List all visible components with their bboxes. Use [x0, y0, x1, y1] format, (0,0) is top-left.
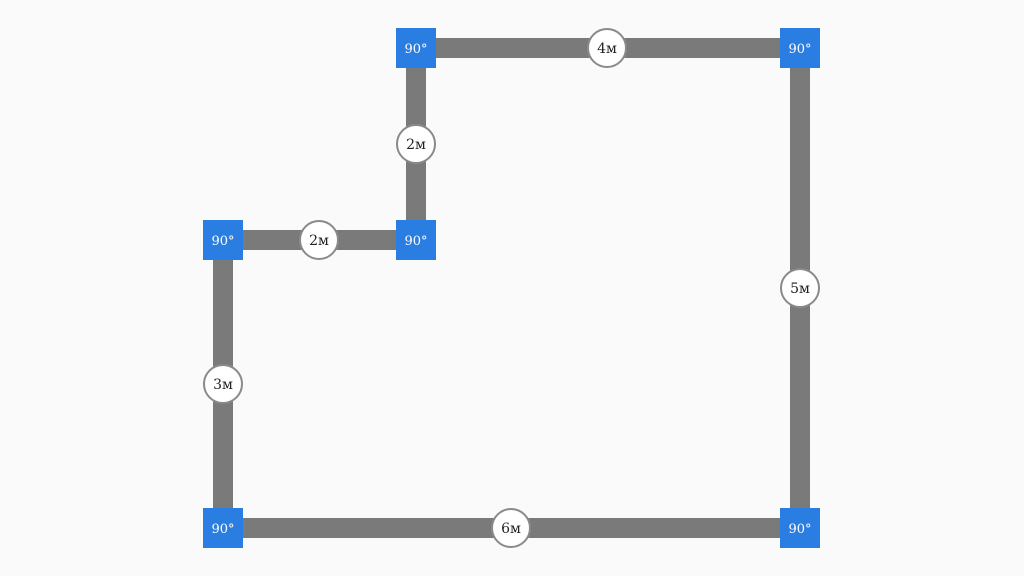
corner-top-left-inner-label: 90°	[404, 42, 427, 57]
corner-bottom-left[interactable]: 90°	[203, 508, 243, 548]
walls	[213, 38, 810, 538]
corners: 90° 90° 90° 90° 90° 90°	[203, 28, 820, 548]
corner-step-left[interactable]: 90°	[203, 220, 243, 260]
wall-label-right[interactable]: 5м	[780, 268, 820, 308]
corner-top-left-inner[interactable]: 90°	[396, 28, 436, 68]
wall-label-left[interactable]: 3м	[203, 364, 243, 404]
corner-step-inner-label: 90°	[404, 234, 427, 249]
wall-label-left-text: 3м	[213, 377, 233, 393]
wall-label-bottom-text: 6м	[501, 521, 521, 537]
corner-bottom-left-label: 90°	[211, 522, 234, 537]
wall-labels: 4м 5м 6м 3м 2м 2м	[203, 28, 820, 548]
corner-step-inner[interactable]: 90°	[396, 220, 436, 260]
corner-step-left-label: 90°	[211, 234, 234, 249]
wall-label-bottom[interactable]: 6м	[491, 508, 531, 548]
corner-top-right[interactable]: 90°	[780, 28, 820, 68]
wall-label-right-text: 5м	[790, 281, 810, 297]
wall-label-step-vertical[interactable]: 2м	[396, 124, 436, 164]
wall-label-step-horizontal-text: 2м	[309, 233, 329, 249]
wall-label-top[interactable]: 4м	[587, 28, 627, 68]
wall-label-step-horizontal[interactable]: 2м	[299, 220, 339, 260]
wall-label-step-vertical-text: 2м	[406, 137, 426, 153]
corner-bottom-right-label: 90°	[788, 522, 811, 537]
corner-bottom-right[interactable]: 90°	[780, 508, 820, 548]
corner-top-right-label: 90°	[788, 42, 811, 57]
wall-label-top-text: 4м	[597, 41, 617, 57]
